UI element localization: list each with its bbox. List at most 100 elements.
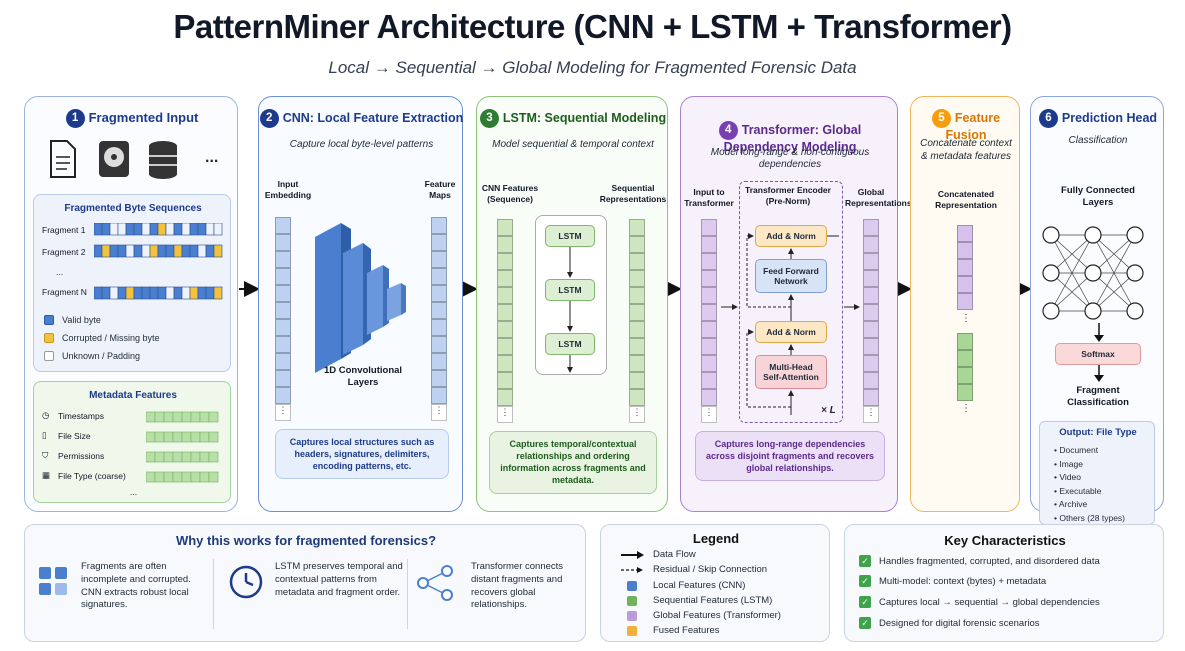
byte-cell (197, 286, 207, 300)
fragments-icon (39, 567, 67, 595)
network-icon (417, 565, 453, 601)
meta-file-type: File Type (coarse) (58, 471, 126, 481)
conv-layers-graphic (315, 223, 406, 373)
metadata-cell (163, 451, 174, 463)
feature-cell (431, 336, 447, 353)
lstm-cell-3: LSTM (545, 333, 595, 355)
feature-cell (431, 217, 447, 234)
harddisk-icon (99, 141, 129, 177)
byte-cell (94, 244, 103, 258)
add-norm-top: Add & Norm (755, 225, 827, 247)
feature-cell (629, 338, 645, 355)
feature-cell (275, 353, 291, 370)
feature-cell (629, 219, 645, 236)
byte-cell (117, 223, 127, 236)
feature-cell (863, 219, 879, 236)
metadata-cell (172, 471, 183, 483)
why-item-3: Transformer connects distant fragments a… (471, 561, 564, 611)
why-title: Why this works for fragmented forensics? (175, 533, 437, 548)
feature-cell (629, 236, 645, 253)
feature-cell (863, 236, 879, 253)
feature-cell (275, 370, 291, 387)
panel1-number: 1 (65, 109, 85, 128)
byte-cell (133, 244, 143, 258)
grid-icon: ▦ (42, 470, 51, 480)
legend-sequential-features: Sequential Features (LSTM) (627, 595, 772, 606)
lstm-output-label: Sequential Representations (599, 183, 667, 204)
feature-cell (957, 225, 973, 242)
feature-cell (701, 321, 717, 338)
fc-node (1084, 302, 1102, 320)
metadata-cell (154, 411, 165, 423)
feature-cell: ⋮ (431, 404, 447, 421)
output-title: Output: File Type (1059, 427, 1137, 438)
feature-cell (431, 302, 447, 319)
clock-icon: ◷ (42, 410, 50, 420)
why-item-2: LSTM preserves temporal and contextual p… (275, 561, 403, 598)
metadata-cell (208, 411, 219, 423)
add-norm-bottom: Add & Norm (755, 321, 827, 343)
feature-cell (957, 242, 973, 259)
feature-cell (863, 372, 879, 389)
why-box: Why this works for fragmented forensics?… (24, 524, 586, 642)
fc-node (1042, 226, 1060, 244)
byte-cell (213, 286, 223, 300)
feature-cell (431, 234, 447, 251)
byte-cell (197, 223, 207, 236)
metadata-cell (190, 451, 201, 463)
feature-cell (863, 321, 879, 338)
feature-cell (497, 389, 513, 406)
byte-cell (125, 223, 135, 236)
feature-cell (497, 321, 513, 338)
metadata-cell (181, 451, 192, 463)
feature-cell (431, 285, 447, 302)
lstm-cell-2: LSTM (545, 279, 595, 301)
check-icon: ✓ (859, 575, 871, 587)
byte-cell (181, 244, 191, 258)
feature-cell: ⋮ (629, 406, 645, 423)
fusion-dots-1: ⋮ (961, 313, 971, 324)
feature-cell (701, 389, 717, 406)
byte-cell (141, 244, 151, 258)
feature-cell (701, 219, 717, 236)
feature-cell (701, 355, 717, 372)
byte-cell (181, 223, 191, 236)
feature-cell (957, 367, 973, 384)
feature-cell (275, 285, 291, 302)
feed-forward-block: Feed Forward Network (755, 259, 827, 293)
metadata-cell (163, 411, 174, 423)
byte-cell (94, 223, 103, 236)
conv-layer-2 (343, 243, 371, 355)
output-box: Output: File Type • Document• Image• Vid… (1039, 421, 1155, 525)
fusion-column-purple (957, 225, 973, 310)
feature-cell (863, 389, 879, 406)
metadata-cell (172, 451, 183, 463)
transformer-note: Captures long-range dependencies across … (695, 431, 885, 482)
panel4-subtitle: Model long-range & non-contiguous depend… (710, 147, 870, 170)
metadata-feature-bars (146, 411, 219, 483)
feature-cell (275, 217, 291, 234)
meta-permissions: Permissions (58, 451, 105, 461)
legend-title: Legend (692, 531, 740, 546)
tf-encoder-label: Transformer Encoder (Pre-Norm) (745, 185, 831, 206)
byte-cell (141, 223, 151, 236)
feature-cell (863, 338, 879, 355)
feature-cell (275, 387, 291, 404)
panel4-title: Transformer: Global Dependency Modeling (723, 122, 862, 154)
feature-cell (957, 384, 973, 401)
transformer-connections (721, 233, 860, 415)
lstm-output-column: ⋮ (629, 219, 645, 423)
output-item: • Others (28 types) (1054, 512, 1126, 523)
panel2-number: 2 (259, 109, 279, 128)
cnn-input-label: Input Embedding (264, 179, 312, 200)
feature-cell (431, 268, 447, 285)
feature-cell (701, 253, 717, 270)
feature-cell (701, 287, 717, 304)
meta-more: ... (130, 487, 138, 497)
lstm-arrows (567, 247, 573, 373)
